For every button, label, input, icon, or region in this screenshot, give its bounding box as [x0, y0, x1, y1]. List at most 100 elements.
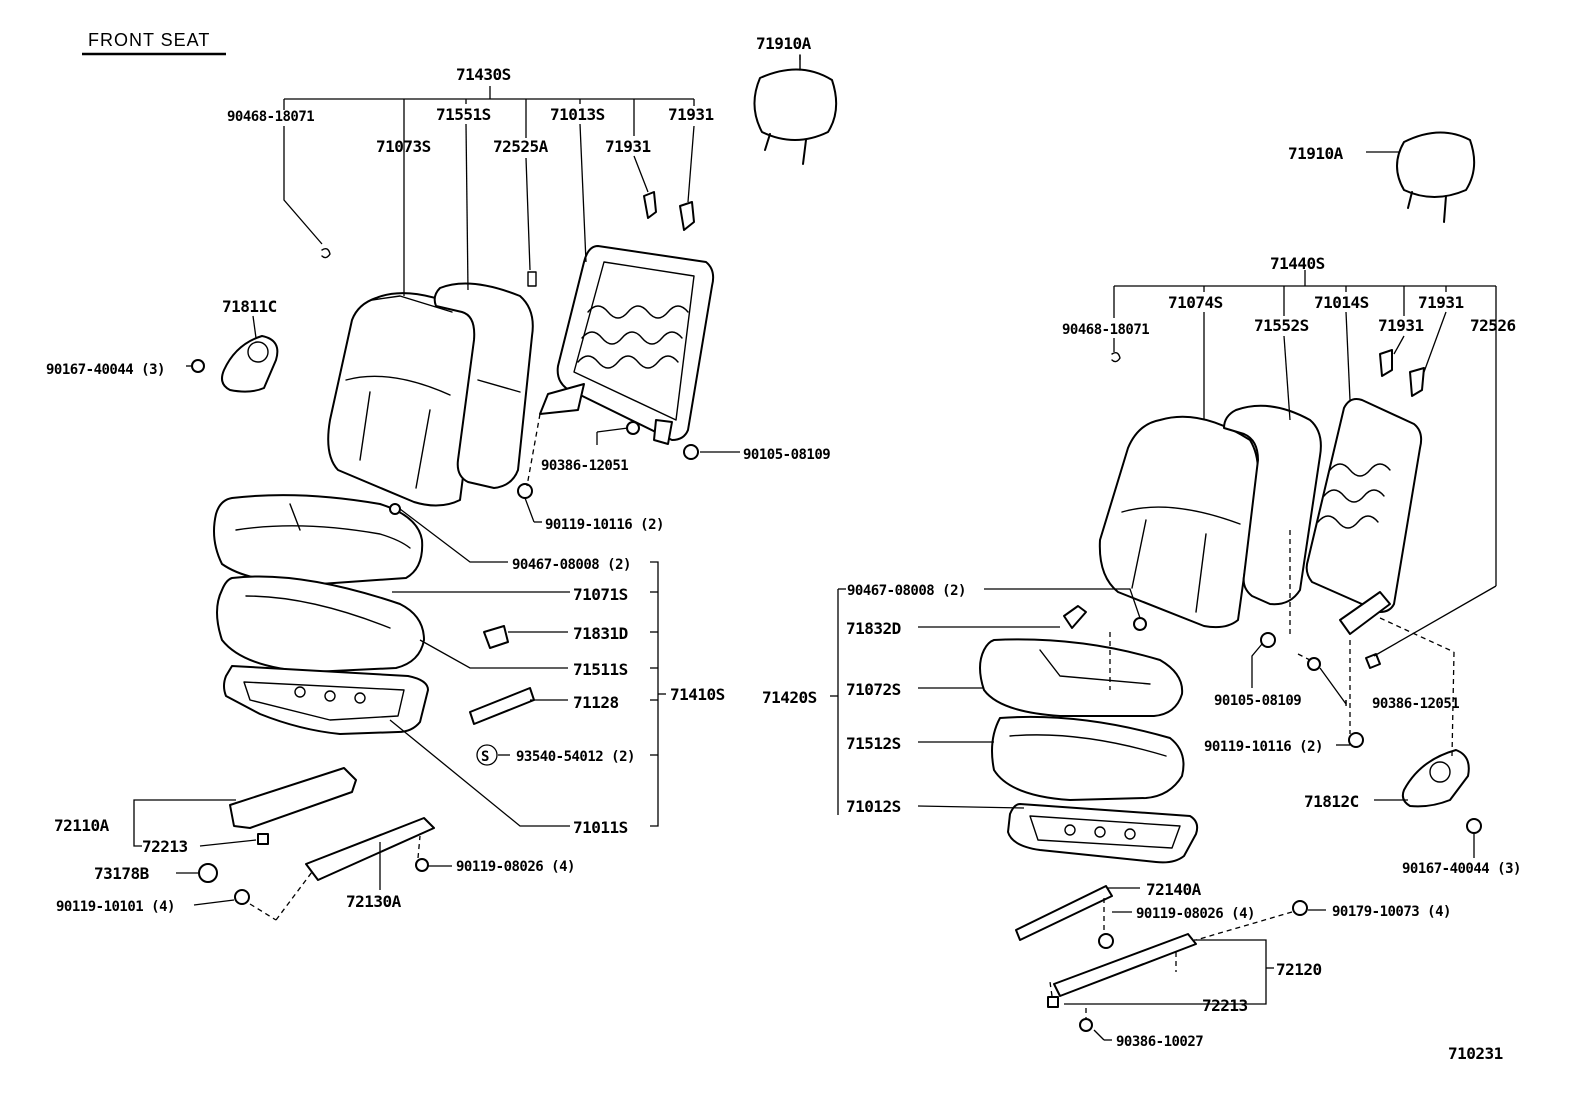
- right-screw-90167: [1466, 818, 1482, 834]
- left-seat-cushion-pad: [216, 575, 425, 673]
- left-bolt-90119-08026: [415, 858, 429, 872]
- part-label: 73178B: [94, 864, 150, 883]
- part-label: 90467-08008 (2): [512, 557, 631, 573]
- right-guide-71931a: [1379, 349, 1393, 377]
- part-label: 71014S: [1314, 293, 1369, 312]
- right-guide-71931b: [1409, 367, 1425, 397]
- part-label: 90105-08109: [1214, 693, 1301, 709]
- part-label: 71931: [668, 105, 714, 124]
- part-label: 90179-10073 (4): [1332, 904, 1451, 920]
- left-hog-ring-90467: [389, 503, 401, 515]
- part-label: 71910A: [1288, 144, 1344, 163]
- left-lever-71831d: [483, 625, 509, 649]
- left-headrest: [753, 54, 838, 165]
- left-seat-cushion-cover: [213, 494, 424, 585]
- part-label: 71072S: [846, 680, 901, 699]
- part-label: 71832D: [846, 619, 901, 638]
- part-label: 72120: [1276, 960, 1322, 979]
- right-nut-90386-10027: [1079, 1018, 1093, 1032]
- part-label: 93540-54012 (2): [516, 749, 635, 765]
- s-symbol-label: S: [481, 749, 489, 765]
- right-seat-track-72140a: [1015, 885, 1113, 941]
- part-label: 71931: [1378, 316, 1424, 335]
- part-label: 71074S: [1168, 293, 1223, 312]
- part-label: 90467-08008 (2): [847, 583, 966, 599]
- part-label: 90386-12051: [1372, 696, 1459, 712]
- right-leaders: [830, 151, 1497, 1041]
- part-label: 72525A: [493, 137, 549, 156]
- left-nut-90386: [626, 421, 640, 435]
- right-seatback-frame: [1305, 398, 1423, 635]
- part-label: 90386-12051: [541, 458, 628, 474]
- part-label: 71011S: [573, 818, 628, 837]
- part-label: 90468-18071: [227, 109, 314, 125]
- part-label: 71013S: [550, 105, 605, 124]
- part-label: 71831D: [573, 624, 628, 643]
- right-seat-frame: [1007, 803, 1199, 864]
- right-clip-72213: [1047, 996, 1059, 1008]
- right-seatback-pad: [1098, 415, 1259, 629]
- left-seatback-cover: [433, 282, 534, 489]
- part-label: 90119-10116 (2): [1204, 739, 1323, 755]
- part-label: 71552S: [1254, 316, 1309, 335]
- right-recliner-cover: [1401, 749, 1470, 808]
- right-bolt-90119: [1348, 732, 1364, 748]
- part-label: 72140A: [1146, 880, 1202, 899]
- part-label: 72213: [1202, 996, 1248, 1015]
- part-label: 71440S: [1270, 254, 1325, 273]
- part-label: 90167-40044 (3): [1402, 861, 1521, 877]
- part-label: 71512S: [846, 734, 901, 753]
- right-bolt-90105: [1260, 632, 1276, 648]
- left-recliner-cover: [221, 335, 279, 393]
- right-headrest: [1396, 131, 1476, 223]
- right-hog-ring-90467: [1133, 617, 1147, 631]
- left-seatback-pad: [327, 292, 481, 507]
- right-nut-90386: [1307, 657, 1321, 671]
- part-label: 71811C: [222, 297, 277, 316]
- left-guide-71931b: [679, 201, 695, 231]
- part-label: 71812C: [1304, 792, 1359, 811]
- part-label: 71420S: [762, 688, 817, 707]
- left-seat-track-72110a: [229, 767, 357, 829]
- left-bolt-90105: [683, 444, 699, 460]
- part-label: 72213: [142, 837, 188, 856]
- left-screw-90167: [191, 359, 205, 373]
- part-label: 71012S: [846, 797, 901, 816]
- part-label: 71430S: [456, 65, 511, 84]
- part-label: 71410S: [670, 685, 725, 704]
- right-clip-72526: [1365, 653, 1381, 669]
- part-label: 90167-40044 (3): [46, 362, 165, 378]
- part-label: 72526: [1470, 316, 1516, 335]
- left-seatback-frame: [539, 245, 715, 445]
- left-bolt-90119-10101: [234, 889, 250, 905]
- left-clip-72213: [257, 833, 269, 845]
- left-bolt-90119: [517, 483, 533, 499]
- left-hog-ring-90468: [321, 247, 331, 259]
- left-seat-track-72130a: [305, 817, 435, 881]
- left-cap-73178b: [198, 863, 218, 883]
- part-label: 72110A: [54, 816, 110, 835]
- right-bolt-90119-08026: [1098, 933, 1114, 949]
- part-label: 71931: [1418, 293, 1464, 312]
- part-label: 71511S: [573, 660, 628, 679]
- left-trim-71128: [469, 687, 535, 725]
- part-label: 71128: [573, 693, 619, 712]
- right-seatback-cover: [1223, 404, 1322, 606]
- diagram-id: 710231: [1448, 1044, 1503, 1063]
- left-guide-71931a: [643, 191, 657, 219]
- right-seat-cushion-cover: [979, 638, 1184, 717]
- part-label: 90468-18071: [1062, 322, 1149, 338]
- page-title: FRONT SEAT: [88, 30, 210, 50]
- part-label: 90119-10101 (4): [56, 899, 175, 915]
- part-label: 71931: [605, 137, 651, 156]
- part-label: 71910A: [756, 34, 812, 53]
- part-label: 71551S: [436, 105, 491, 124]
- part-label: 90105-08109: [743, 447, 830, 463]
- part-label: 71071S: [573, 585, 628, 604]
- part-label: 90119-08026 (4): [456, 859, 575, 875]
- right-seat-track-72120: [1053, 933, 1197, 997]
- left-leaders: [133, 55, 801, 921]
- right-seat-cushion-pad: [991, 715, 1185, 801]
